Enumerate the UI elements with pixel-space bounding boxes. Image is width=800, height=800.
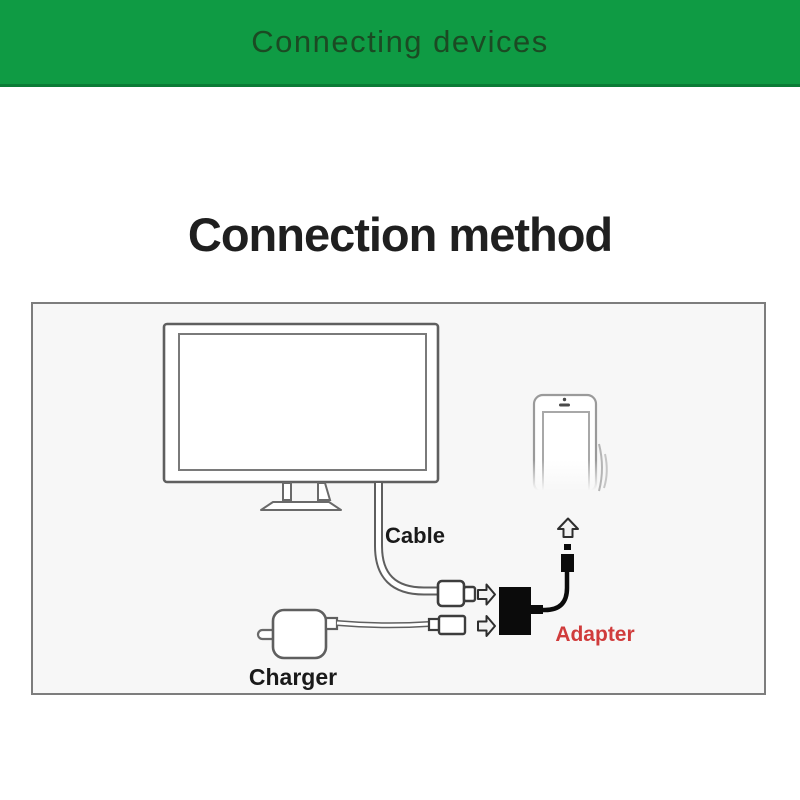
adapter-box-icon — [499, 587, 543, 635]
arrow-up-icon — [557, 517, 579, 538]
smartphone-icon — [528, 393, 604, 498]
cable-label: Cable — [385, 523, 445, 548]
adapter-label: Adapter — [555, 623, 634, 646]
connection-diagram-panel: Cable Charger Adapter — [31, 302, 766, 695]
charger-icon — [256, 608, 339, 660]
banner-title: Connecting devices — [251, 24, 549, 59]
page-title: Connection method — [187, 208, 613, 262]
arrow-right-icon — [477, 615, 496, 637]
adapter-cable-icon — [536, 567, 570, 613]
hdmi-cable-icon — [374, 483, 437, 596]
tv-monitor-icon — [162, 322, 440, 511]
charger-cable-icon — [336, 620, 430, 629]
connection-diagram: Cable Charger Adapter — [162, 322, 635, 690]
top-banner: Connecting devices — [0, 0, 800, 87]
hdmi-plug-icon — [436, 579, 477, 608]
motion-lines-icon — [598, 443, 608, 492]
arrow-right-icon — [477, 583, 496, 606]
usb-plug-icon — [427, 614, 467, 636]
charger-label: Charger — [249, 664, 337, 690]
lightning-connector-icon — [561, 544, 574, 572]
